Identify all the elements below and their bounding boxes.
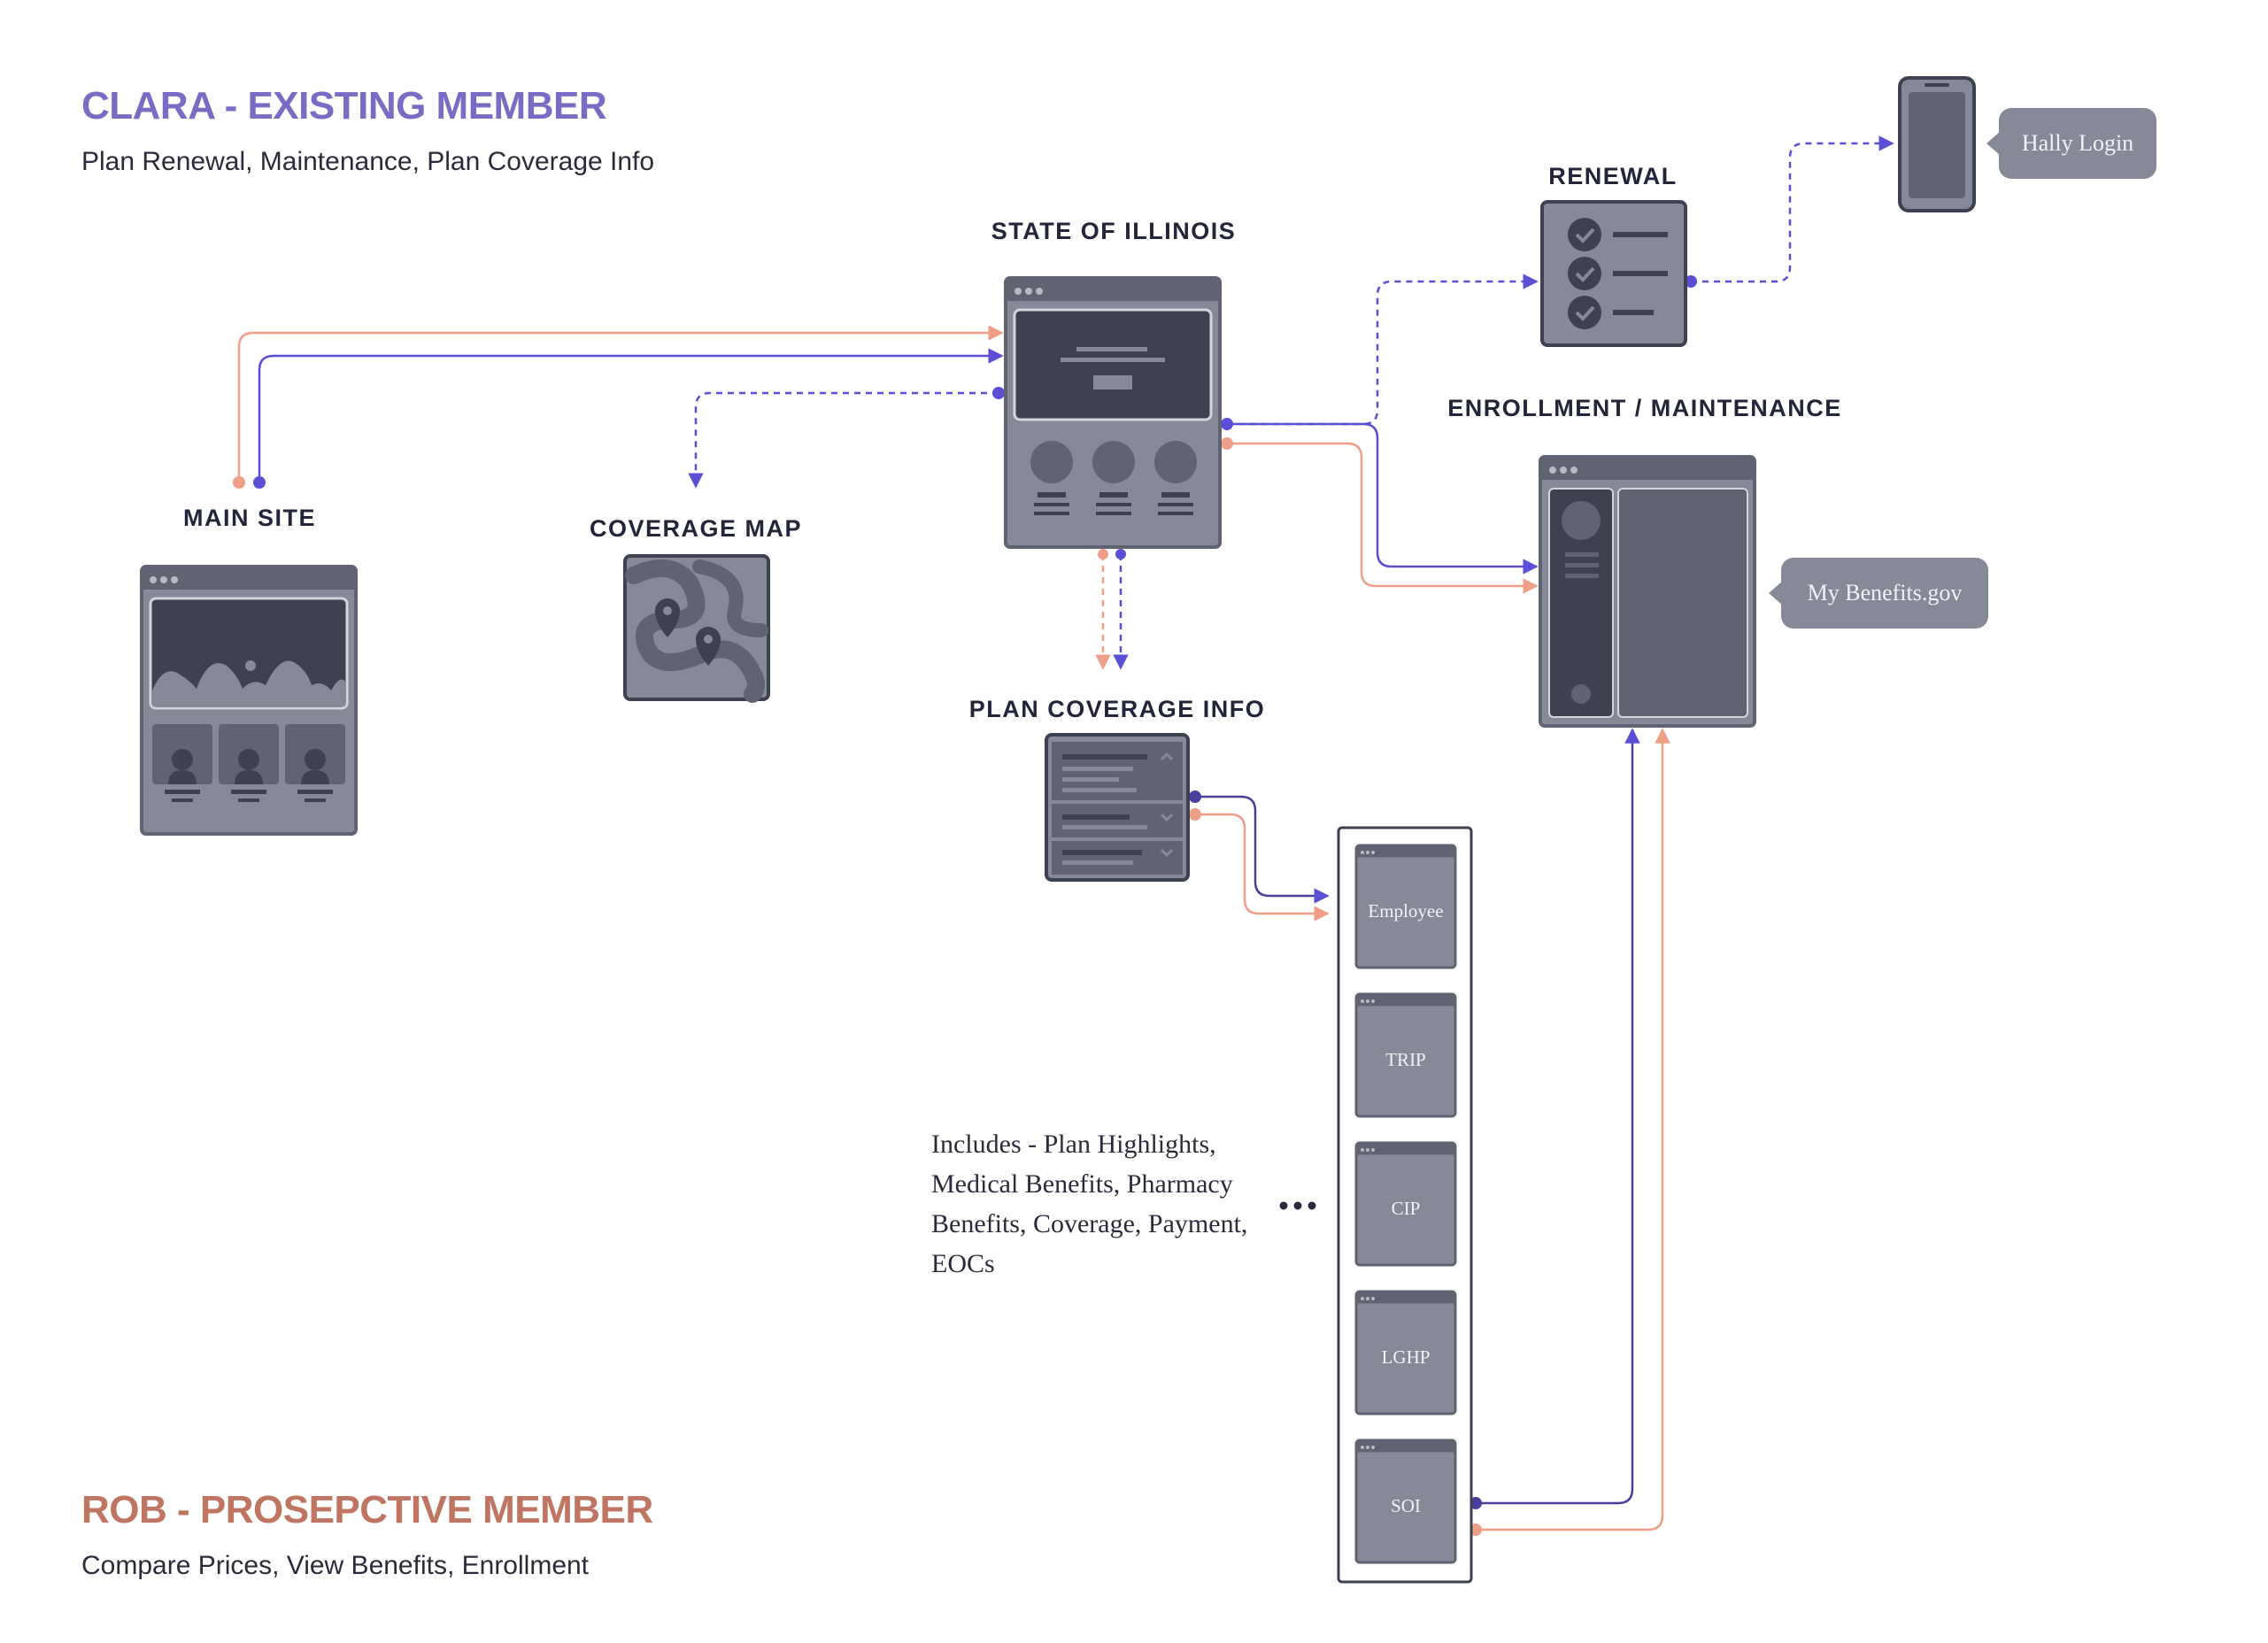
main-site-card-3 <box>285 724 345 802</box>
includes-note: Includes - Plan Highlights, Medical Bene… <box>931 1130 1254 1278</box>
phone-icon <box>1898 76 1976 212</box>
clara-persona-subtitle: Plan Renewal, Maintenance, Plan Coverage… <box>81 147 654 176</box>
enrollment-maintenance-wireframe[interactable] <box>1539 455 1756 728</box>
plan-coverage-info-wireframe[interactable] <box>1045 733 1190 882</box>
map-pin-icon <box>696 627 721 666</box>
main-site-card-2 <box>219 724 279 802</box>
map-pin-icon <box>655 598 680 637</box>
renewal-label: RENEWAL <box>1548 163 1678 189</box>
includes-note-line: Medical Benefits, Pharmacy <box>931 1169 1233 1199</box>
check-icon <box>1568 257 1601 290</box>
coverage-map-wireframe[interactable] <box>623 554 770 703</box>
coverage-map-label: COVERAGE MAP <box>590 515 802 542</box>
chevron-down-icon <box>1160 813 1174 822</box>
plan-card-lghp[interactable]: LGHP <box>1354 1290 1457 1415</box>
enrollment-maintenance-label: ENROLLMENT / MAINTENANCE <box>1447 395 1841 421</box>
main-site-label: MAIN SITE <box>183 505 316 531</box>
plan-card-label: Employee <box>1368 900 1443 922</box>
rob-persona-title: ROB - PROSEPCTIVE MEMBER <box>81 1488 653 1531</box>
plan-card-trip[interactable]: TRIP <box>1354 992 1457 1118</box>
renewal-wireframe[interactable] <box>1540 200 1687 347</box>
my-benefits-bubble[interactable]: My Benefits.gov <box>1769 558 1988 629</box>
plan-card-label: CIP <box>1392 1198 1421 1219</box>
rob-persona-subtitle: Compare Prices, View Benefits, Enrollmen… <box>81 1551 590 1580</box>
plan-card-employee[interactable]: Employee <box>1354 844 1457 969</box>
plan-card-soi[interactable]: SOI <box>1354 1439 1457 1564</box>
plan-card-label: SOI <box>1391 1495 1421 1516</box>
includes-note-line: Benefits, Coverage, Payment, <box>931 1209 1247 1238</box>
my-benefits-text: My Benefits.gov <box>1808 580 1963 606</box>
includes-note-line: Includes - Plan Highlights, <box>931 1130 1216 1159</box>
chevron-down-icon <box>1160 848 1174 858</box>
plan-card-cip[interactable]: CIP <box>1354 1141 1457 1267</box>
plan-coverage-info-label: PLAN COVERAGE INFO <box>969 696 1266 722</box>
plan-card-label: LGHP <box>1382 1346 1431 1368</box>
chevron-up-icon <box>1160 752 1174 761</box>
check-icon <box>1568 218 1601 251</box>
hally-login-text: Hally Login <box>2022 130 2133 156</box>
main-site-wireframe[interactable] <box>140 565 358 836</box>
plan-card-label: TRIP <box>1385 1049 1426 1070</box>
connector-lines <box>233 135 1894 1536</box>
check-icon <box>1568 296 1601 329</box>
includes-note-line: EOCs <box>931 1249 995 1278</box>
clara-persona-title: CLARA - EXISTING MEMBER <box>81 84 606 127</box>
main-site-card-1 <box>152 724 212 802</box>
hally-login-bubble[interactable]: Hally Login <box>1986 108 2156 179</box>
ellipsis-icon <box>1279 1201 1316 1210</box>
state-of-illinois-label: STATE OF ILLINOIS <box>991 218 1237 244</box>
state-of-illinois-wireframe[interactable] <box>1004 276 1222 549</box>
